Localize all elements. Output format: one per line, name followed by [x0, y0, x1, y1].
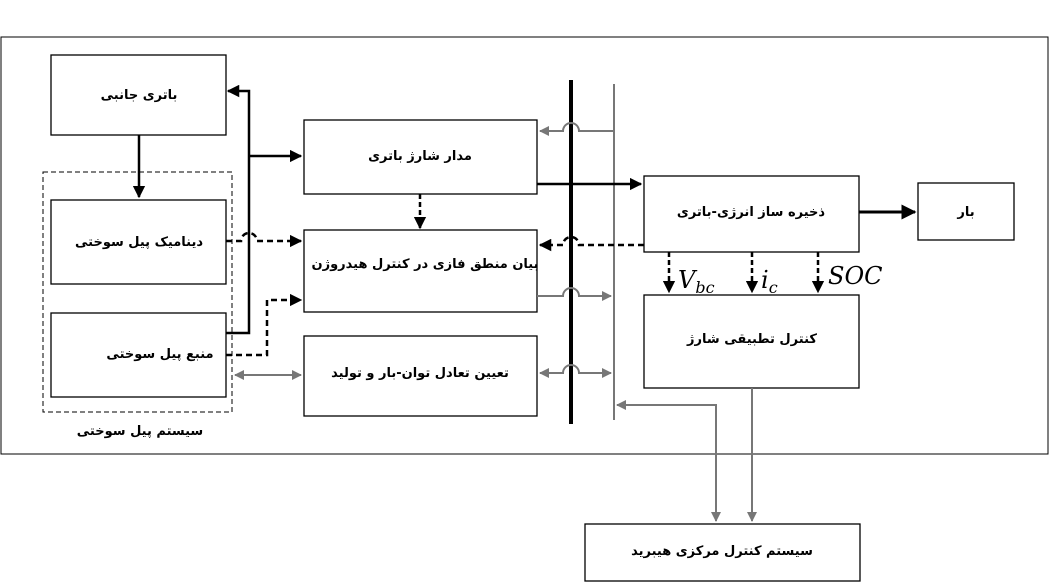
energy-storage-box: [643, 175, 860, 253]
load-label: بار: [956, 205, 974, 220]
fuel-cell-system-group: [42, 171, 233, 413]
energy-storage-label: ذخیره ساز انرژی-باتری: [677, 205, 826, 220]
arrow-source-to-side-battery: [226, 84, 251, 335]
hybrid-central-box: [584, 523, 861, 582]
fuel-cell-dynamics-label: دینامیک پیل سوختی: [75, 235, 203, 250]
fuel-cell-source-box: [50, 312, 227, 398]
hybrid-central-label: سیستم کنترل مرکزی هیبرید: [631, 544, 813, 559]
arrow-central-to-bus: [616, 400, 721, 522]
outer-frame: [0, 36, 1049, 455]
arrow-balance-to-bus: [539, 364, 612, 378]
adaptive-charge-box: [643, 294, 860, 389]
fuzzy-logic-label: بیان منطق فازی در کنترل هیدروژن: [312, 257, 539, 272]
arrow-fuzzy-to-bus: [537, 287, 612, 301]
fuzzy-logic-box: [303, 229, 538, 313]
arrow-bus-to-charge: [539, 122, 614, 136]
side-battery-label: باتری جانبی: [101, 88, 178, 103]
side-battery-box: [50, 54, 227, 136]
battery-charge-circuit-label: مدار شارژ باتری: [368, 149, 472, 164]
arrow-dynamics-to-fuzzy: [226, 231, 303, 248]
load-box: [917, 182, 1015, 241]
fuel-cell-source-label: منبع پیل سوختی: [106, 347, 213, 362]
power-balance-label: تعیین تعادل توان-بار و تولید: [331, 366, 509, 381]
battery-charge-circuit-box: [303, 119, 538, 195]
arrow-source-to-fuzzy: [226, 293, 303, 357]
vbc-label: Vbc: [678, 266, 715, 297]
adaptive-charge-label: کنترل تطبیقی شارژ: [686, 332, 817, 347]
arrow-storage-to-fuzzy: [538, 235, 644, 252]
power-balance-box: [303, 335, 538, 417]
fuel-cell-system-label: سیستم پیل سوختی: [77, 424, 203, 439]
soc-label: SOC: [828, 262, 882, 290]
ic-label: ic: [761, 266, 778, 297]
